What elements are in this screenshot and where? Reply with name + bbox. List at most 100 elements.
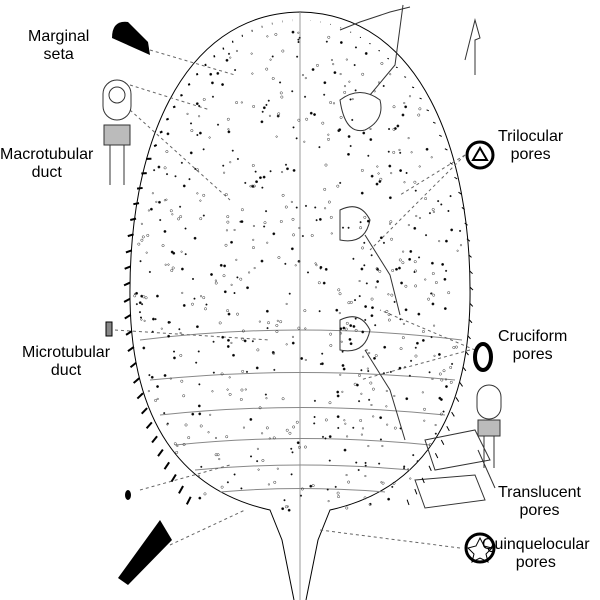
pore-dot [364,464,367,467]
pore-dot [324,267,328,271]
pore-dot [167,334,171,338]
pore-dot [403,465,406,468]
pore-dot [141,235,145,239]
pore-dot [329,344,333,347]
pore-dot [255,366,259,370]
pore-dot [374,354,378,358]
pore-dot [364,318,367,321]
pore-dot [321,121,325,125]
pore-dot [214,281,218,285]
marginal-seta [464,222,468,226]
pore-dot [434,432,437,435]
pore-dot [404,105,408,109]
pore-dot [324,163,328,167]
pore-dot [290,447,293,450]
pore-dot [267,483,270,486]
pore-dot [342,367,346,371]
pore-dot [291,90,294,93]
pore-dot [382,241,386,244]
pore-dot [311,68,315,71]
pore-dot [454,345,458,349]
pore-dot [359,226,363,230]
pore-dot [290,473,293,476]
pore-dot [437,200,440,203]
marginal-seta [428,465,432,471]
pore-dot [251,72,254,75]
pore-dot [229,56,232,59]
pore-dot [224,193,228,197]
pore-dot [250,184,254,188]
pore-dot [297,118,301,122]
pore-dot [347,135,351,138]
pore-dot [211,95,215,98]
pore-dot [382,372,385,375]
pore-dot [313,399,316,402]
pore-dot [191,302,194,306]
pore-dot [313,113,316,117]
pore-dot [228,392,232,396]
pore-dot [248,271,251,274]
marginal-seta [468,254,472,258]
pore-dot [214,436,218,439]
pore-dot [381,444,384,448]
pore-dot [393,394,396,398]
legs [339,4,411,441]
pore-dot [198,131,202,135]
pore-dot [449,366,453,369]
pore-dot [442,369,446,373]
pore-dot [261,459,265,462]
pore-dot [408,257,412,261]
pore-dot [226,215,230,219]
pore-dot [253,267,256,270]
pore-dot [349,98,352,101]
marginal-seta [459,382,463,387]
marginal-seta [469,302,474,307]
pore-dot [274,33,278,36]
pore-dot [324,418,328,422]
pore-dot [360,168,364,172]
pore-dot [156,385,159,388]
pore-dot [199,424,203,428]
pore-dot [262,175,266,179]
pore-dot [360,191,364,195]
pore-dot [300,487,304,491]
pore-dot [211,390,214,393]
pore-dot [272,436,276,440]
pore-dot [364,305,368,309]
pore-dot [414,284,418,288]
pore-dot [338,292,342,296]
pore-dot [239,398,243,401]
pore-dot [193,236,197,240]
marginal-seta-detail-bottom [118,520,172,585]
pore-dot [144,296,148,300]
pore-dot [378,462,381,465]
pore-dot [182,443,186,446]
pore-dot [240,208,244,212]
pore-dot [338,312,341,315]
pore-dot [156,397,159,400]
pore-dot [415,341,419,345]
pore-dot [388,127,391,131]
pore-dot [434,281,438,284]
marginal-seta [419,97,422,100]
pore-dot [152,317,155,321]
pore-dot [284,262,287,265]
pore-dot [268,437,271,440]
pore-dot [195,325,199,329]
pore-dot [345,506,349,510]
pore-dot [338,128,342,132]
pore-dot [400,281,404,285]
pore-dot [427,297,431,301]
pore-dot [380,62,384,65]
pore-dot [292,126,295,129]
antenna-detail [464,18,481,75]
pore-dot [377,172,380,175]
pore-dot [336,394,340,398]
pore-dot [196,133,199,137]
pore-dot [252,246,255,250]
pore-dot [339,72,342,76]
pore-dot [179,215,183,219]
pore-dot [209,413,212,416]
